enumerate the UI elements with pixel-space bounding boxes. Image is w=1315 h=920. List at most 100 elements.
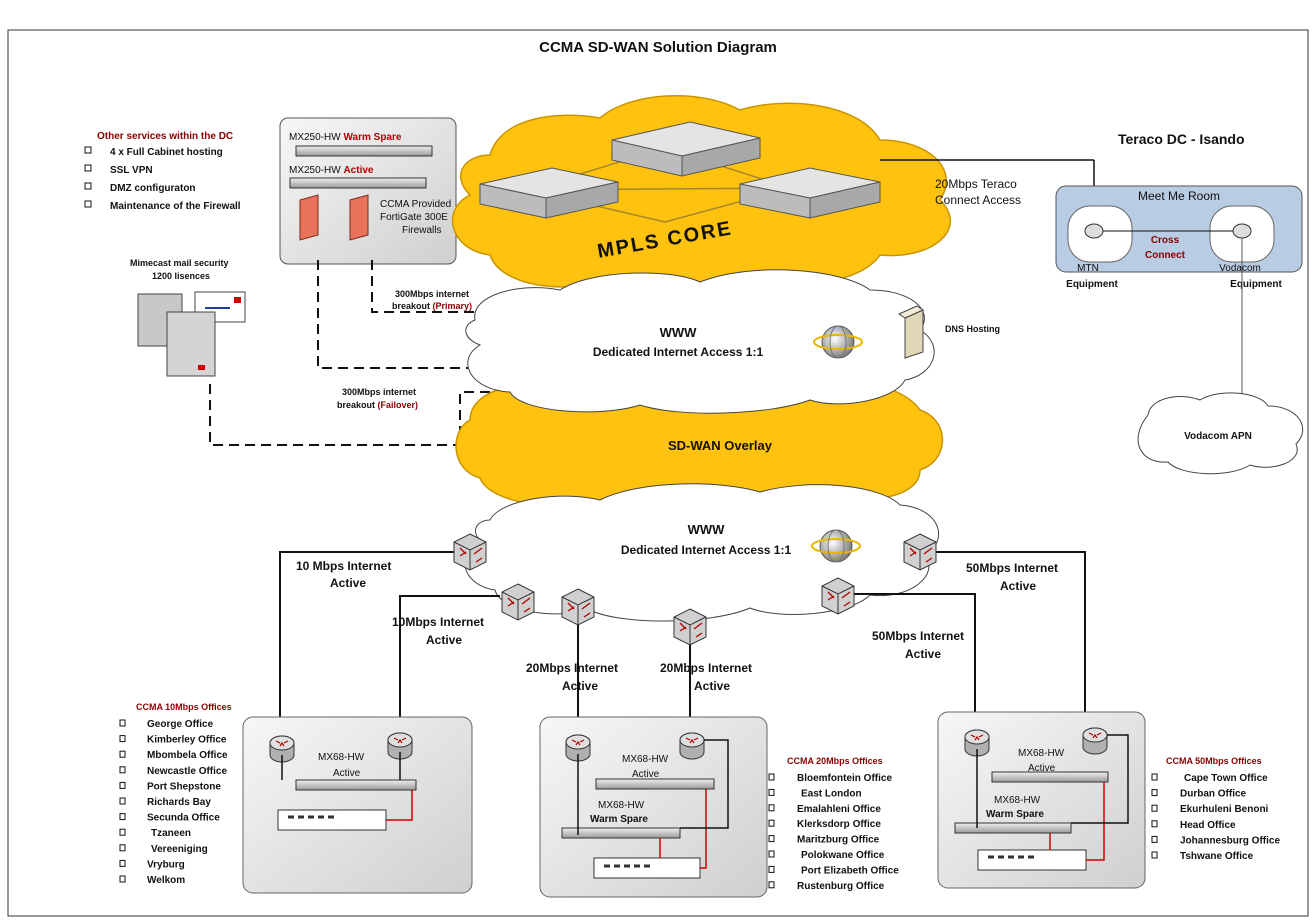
office-20-lan-switch-icon xyxy=(593,857,701,879)
link-50a-label: 50Mbps Internet xyxy=(966,561,1058,575)
office-50-mx68-active-switch-icon xyxy=(991,771,1109,783)
office-links xyxy=(279,551,1086,745)
office-50-mx-status: Active xyxy=(1028,763,1056,774)
list-bullet-icon xyxy=(1151,789,1158,797)
office-list-item: Cape Town Office xyxy=(1184,773,1268,784)
list-bullet-icon xyxy=(119,875,126,883)
offices-20-heading: CCMA 20Mbps Offices xyxy=(787,756,883,766)
office-50-mx-spare-status: Warm Spare xyxy=(986,809,1044,820)
list-bullet-icon xyxy=(119,766,126,774)
mpls-switch-icon xyxy=(611,121,761,177)
office-20-mx-spare-label: MX68-HW xyxy=(598,800,645,811)
list-bullet-icon xyxy=(119,828,126,836)
office-list-item: Mbombela Office xyxy=(147,750,228,761)
cross-connect-line-1: Cross xyxy=(1151,235,1180,246)
list-bullet-icon xyxy=(768,881,775,889)
failover-breakout-line-2: breakout (Failover) xyxy=(337,400,418,410)
office-list-item: Tzaneen xyxy=(151,828,191,839)
cross-connect-line-2: Connect xyxy=(1145,250,1186,261)
office-10-mx-label: MX68-HW xyxy=(318,752,365,763)
list-bullet-icon xyxy=(119,719,126,727)
offices-50-heading: CCMA 50Mbps Offices xyxy=(1166,756,1262,766)
teraco-access-line-1: 20Mbps Teraco xyxy=(935,177,1017,191)
mimecast-line-1: Mimecast mail security xyxy=(130,258,229,268)
www-bottom-line-1: WWW xyxy=(688,522,726,537)
link-50b-label: 50Mbps Internet xyxy=(872,629,964,643)
office-list-item: Polokwane Office xyxy=(801,850,885,861)
office-router-icon xyxy=(679,732,705,760)
list-bullet-icon xyxy=(119,844,126,852)
mimecast-line-2: 1200 lisences xyxy=(152,271,210,281)
office-10-mx68-switch-icon xyxy=(295,779,417,791)
mpls-switch-icon xyxy=(479,167,619,219)
firewall-icon xyxy=(349,194,369,241)
office-list-item: Richards Bay xyxy=(147,797,211,808)
office-10-red-cable xyxy=(386,790,413,821)
list-bullet-icon xyxy=(1151,851,1158,859)
edge-router-icon xyxy=(561,588,595,626)
link-10b-status: Active xyxy=(426,633,462,647)
link-50b-status: Active xyxy=(905,647,941,661)
office-list-item: Port Elizabeth Office xyxy=(801,865,899,876)
edge-router-icon xyxy=(821,577,855,615)
vodacom-label: Vodacom xyxy=(1219,263,1261,274)
list-bullet-icon xyxy=(119,797,126,805)
office-50-red-cable xyxy=(1086,782,1105,861)
office-list-item: Johannesburg Office xyxy=(1180,835,1280,846)
globe-icon xyxy=(811,529,861,563)
office-list-item: Welkom xyxy=(147,875,185,886)
office-list-item: Tshwane Office xyxy=(1180,851,1254,862)
vodacom-router-icon xyxy=(1232,223,1252,239)
edge-router-icon xyxy=(453,533,487,571)
www-top-cloud xyxy=(465,269,935,414)
sdwan-overlay-label: SD-WAN Overlay xyxy=(668,438,773,453)
mpls-core-cloud xyxy=(451,95,952,295)
list-bullet-icon xyxy=(768,788,775,796)
office-list-item: Vryburg xyxy=(147,859,185,870)
office-20-mx68-spare-switch-icon xyxy=(561,827,681,839)
primary-dashed-link xyxy=(317,260,480,369)
office-20-mx-status: Active xyxy=(632,769,660,780)
dns-server-icon xyxy=(897,305,925,359)
globe-icon xyxy=(813,325,863,359)
office-20-mx68-active-switch-icon xyxy=(595,778,715,790)
offices-10-heading: CCMA 10Mbps Offices xyxy=(136,702,232,712)
teraco-title: Teraco DC - Isando xyxy=(1118,131,1245,147)
link-20b-label: 20Mbps Internet xyxy=(660,661,752,675)
office-20-device-box xyxy=(539,716,768,898)
vodacom-apn-cloud xyxy=(1137,392,1304,475)
office-list-item: Ekurhuleni Benoni xyxy=(1180,804,1269,815)
primary-dashed-link xyxy=(371,260,490,313)
fortigate-line-3: Firewalls xyxy=(402,225,441,236)
office-list-item: Rustenburg Office xyxy=(797,881,885,892)
office-10-device-box xyxy=(242,716,473,894)
list-bullet-icon xyxy=(768,804,775,812)
mtn-label: MTN xyxy=(1077,263,1099,274)
mx250-spare-switch-icon xyxy=(295,145,433,157)
office-50-mx-spare-label: MX68-HW xyxy=(994,795,1041,806)
link-10b-label: 10Mbps Internet xyxy=(392,615,484,629)
edge-router-icon xyxy=(903,533,937,571)
list-bullet-icon xyxy=(119,813,126,821)
link-10-label: 10 Mbps Internet xyxy=(296,559,391,573)
office-list-item: Emalahleni Office xyxy=(797,804,881,815)
office-list-item: Vereeniging xyxy=(151,844,208,855)
edge-router-icon xyxy=(501,583,535,621)
fortigate-line-1: CCMA Provided xyxy=(380,199,451,210)
dns-hosting-label: DNS Hosting xyxy=(945,324,1000,334)
list-bullet-icon xyxy=(119,750,126,758)
list-bullet-icon xyxy=(1151,773,1158,781)
office-20-mx-label: MX68-HW xyxy=(622,754,669,765)
office-50-lan-switch-icon xyxy=(977,849,1087,871)
dc-services-heading: Other services within the DC xyxy=(97,131,233,142)
edge-router-icon xyxy=(673,608,707,646)
list-bullet-icon xyxy=(768,865,775,873)
office-list-item: Bloemfontein Office xyxy=(797,773,892,784)
www-top-line-2: Dedicated Internet Access 1:1 xyxy=(593,345,764,359)
office-list-item: Kimberley Office xyxy=(147,735,227,746)
